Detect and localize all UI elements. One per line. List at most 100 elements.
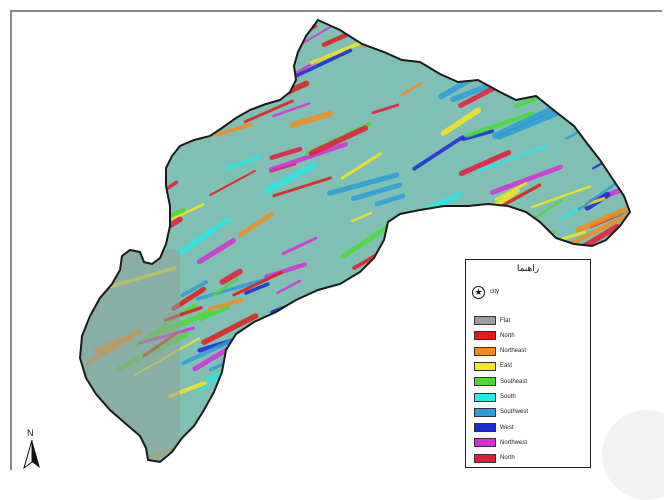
aspect-stroke: [177, 227, 215, 256]
legend-label: North: [500, 332, 515, 339]
aspect-stroke: [334, 395, 363, 411]
aspect-stroke: [243, 99, 294, 124]
aspect-stroke: [122, 201, 165, 233]
aspect-stroke: [232, 270, 284, 297]
aspect-stroke: [258, 424, 302, 439]
aspect-stroke: [80, 20, 156, 29]
aspect-stroke: [108, 20, 182, 39]
aspect-stroke: [288, 363, 327, 377]
aspect-stroke: [647, 279, 664, 297]
aspect-stroke: [619, 225, 630, 248]
aspect-stroke: [233, 409, 292, 449]
aspect-stroke: [599, 246, 630, 267]
legend-item: Northeast: [474, 346, 527, 356]
aspect-stroke: [157, 61, 188, 81]
aspect-stroke: [197, 238, 236, 265]
aspect-stroke: [575, 199, 630, 233]
region-boundary: [78, 18, 632, 464]
aspect-stroke: [547, 37, 584, 64]
aspect-stroke: [484, 0, 513, 16]
legend-item: East: [474, 361, 513, 371]
aspect-stroke: [425, 48, 460, 67]
aspect-stroke: [135, 0, 191, 17]
legend-item: Southeast: [474, 377, 528, 387]
aspect-stroke: [282, 307, 326, 332]
aspect-stroke: [588, 302, 630, 325]
aspect-stroke: [155, 45, 222, 73]
aspect-stroke: [606, 227, 630, 264]
aspect-stroke: [159, 0, 207, 10]
aspect-stroke: [80, 149, 115, 177]
aspect-stroke: [123, 7, 152, 17]
aspect-stroke: [113, 61, 139, 75]
aspect-stroke: [354, 20, 410, 26]
aspect-stroke: [136, 71, 207, 96]
flat-region: [80, 250, 180, 462]
aspect-stroke: [371, 103, 400, 115]
aspect-stroke: [459, 150, 512, 177]
aspect-stroke: [362, 452, 388, 462]
aspect-stroke: [80, 140, 101, 159]
aspect-stroke: [366, 20, 408, 29]
aspect-stroke: [655, 176, 664, 207]
aspect-stroke: [592, 302, 630, 322]
legend-label: Flat: [500, 317, 511, 324]
legend-label: Southeast: [500, 378, 528, 385]
aspect-stroke: [391, 255, 421, 274]
aspect-stroke: [650, 124, 664, 132]
aspect-stroke: [309, 40, 365, 65]
aspect-stroke: [577, 182, 617, 211]
aspect-stroke: [92, 105, 142, 131]
aspect-stroke: [653, 326, 664, 353]
aspect-stroke: [225, 154, 262, 171]
legend-swatch: [474, 331, 496, 341]
aspect-stroke: [183, 99, 228, 126]
legend-label: Northwest: [500, 439, 528, 446]
legend-item: West: [474, 423, 514, 433]
legend-city-row: ★ city: [472, 284, 499, 300]
aspect-stroke: [212, 277, 239, 297]
aspect-stroke: [639, 0, 664, 14]
aspect-stroke: [228, 334, 283, 372]
aspect-stroke: [80, 212, 102, 232]
legend-label: South: [500, 394, 516, 400]
aspect-stroke: [351, 211, 373, 223]
legend-swatch: [474, 361, 496, 371]
aspect-stroke: [471, 33, 536, 67]
aspect-stroke: [461, 129, 495, 142]
legend-title: راهنما: [516, 263, 540, 273]
legend-label: East: [500, 363, 513, 370]
aspect-stroke: [164, 20, 241, 35]
aspect-stroke: [494, 181, 528, 201]
aspect-stroke: [327, 172, 399, 196]
legend-label: Northeast: [500, 348, 527, 355]
aspect-stroke: [556, 230, 587, 242]
north-arrow: N: [22, 428, 42, 470]
aspect-stroke: [101, 98, 131, 114]
aspect-stroke: [356, 397, 417, 430]
aspect-stroke: [503, 55, 543, 74]
aspect-stroke: [121, 179, 154, 198]
aspect-stroke: [594, 256, 620, 274]
aspect-stroke: [618, 341, 630, 363]
legend-swatch: [474, 453, 496, 463]
legend-item: North: [474, 453, 515, 463]
aspect-stroke: [111, 20, 159, 35]
aspect-stroke: [108, 191, 133, 206]
aspect-stroke: [372, 435, 407, 459]
aspect-stroke: [654, 302, 664, 313]
aspect-stroke: [497, 36, 563, 62]
aspect-stroke: [647, 3, 664, 13]
aspect-stroke: [238, 211, 275, 238]
aspect-stroke: [358, 290, 391, 304]
aspect-stroke: [559, 82, 591, 95]
aspect-stroke: [108, 25, 139, 43]
aspect-stroke: [180, 280, 208, 298]
aspect-stroke: [206, 217, 232, 235]
aspect-stroke: [581, 77, 607, 90]
aspect-stroke: [659, 6, 664, 17]
aspect-stroke: [181, 335, 240, 366]
aspect-stroke: [340, 220, 397, 259]
aspect-stroke: [391, 20, 430, 23]
aspect-stroke: [196, 276, 271, 301]
